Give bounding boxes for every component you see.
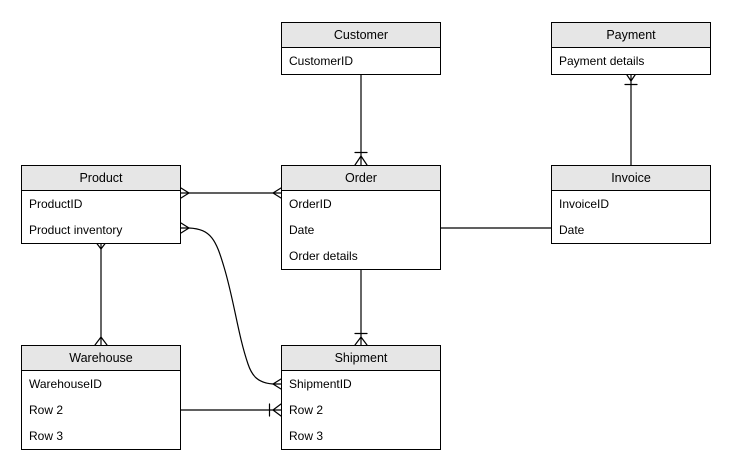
entity-invoice-row-invoiceid[interactable]: InvoiceID xyxy=(559,197,610,211)
entity-warehouse-row-3[interactable]: Row 3 xyxy=(29,429,64,443)
edge-product-shipment[interactable] xyxy=(180,222,282,390)
entity-customer-row-customerid[interactable]: CustomerID xyxy=(289,54,354,68)
entity-payment[interactable]: Payment Payment details xyxy=(551,22,711,75)
edge-product-warehouse[interactable] xyxy=(94,240,108,346)
entity-invoice-title[interactable]: Invoice xyxy=(552,166,710,191)
edge-customer-order[interactable] xyxy=(354,71,368,166)
edge-invoice-payment[interactable] xyxy=(624,71,638,166)
entity-warehouse[interactable]: Warehouse WarehouseID Row 2 Row 3 xyxy=(21,345,181,450)
entity-payment-row-details[interactable]: Payment details xyxy=(559,54,645,68)
entity-product-row-productid[interactable]: ProductID xyxy=(29,197,83,211)
edge-product-order[interactable] xyxy=(180,187,282,199)
entity-order-title[interactable]: Order xyxy=(282,166,440,191)
entity-order[interactable]: Order OrderID Date Order details xyxy=(281,165,441,270)
entity-order-row-date[interactable]: Date xyxy=(289,223,315,237)
entity-order-row-orderid[interactable]: OrderID xyxy=(289,197,332,211)
entity-warehouse-row-warehouseid[interactable]: WarehouseID xyxy=(29,377,102,391)
entity-product-row-inventory[interactable]: Product inventory xyxy=(29,223,123,237)
entity-shipment-row-shipmentid[interactable]: ShipmentID xyxy=(289,377,352,391)
entity-payment-title[interactable]: Payment xyxy=(552,23,710,48)
edge-order-shipment[interactable] xyxy=(354,266,368,346)
entity-shipment-row-3[interactable]: Row 3 xyxy=(289,429,324,443)
entity-warehouse-title[interactable]: Warehouse xyxy=(22,346,180,371)
entity-customer[interactable]: Customer CustomerID xyxy=(281,22,441,75)
entity-customer-title[interactable]: Customer xyxy=(282,23,440,48)
entity-invoice-row-date[interactable]: Date xyxy=(559,223,585,237)
edge-warehouse-shipment[interactable] xyxy=(180,403,282,417)
entity-order-row-details[interactable]: Order details xyxy=(289,249,358,263)
entity-shipment[interactable]: Shipment ShipmentID Row 2 Row 3 xyxy=(281,345,441,450)
entity-shipment-title[interactable]: Shipment xyxy=(282,346,440,371)
entity-product[interactable]: Product ProductID Product inventory xyxy=(21,165,181,244)
entity-product-title[interactable]: Product xyxy=(22,166,180,191)
entity-invoice[interactable]: Invoice InvoiceID Date xyxy=(551,165,711,244)
entity-shipment-row-2[interactable]: Row 2 xyxy=(289,403,324,417)
entity-warehouse-row-2[interactable]: Row 2 xyxy=(29,403,64,417)
